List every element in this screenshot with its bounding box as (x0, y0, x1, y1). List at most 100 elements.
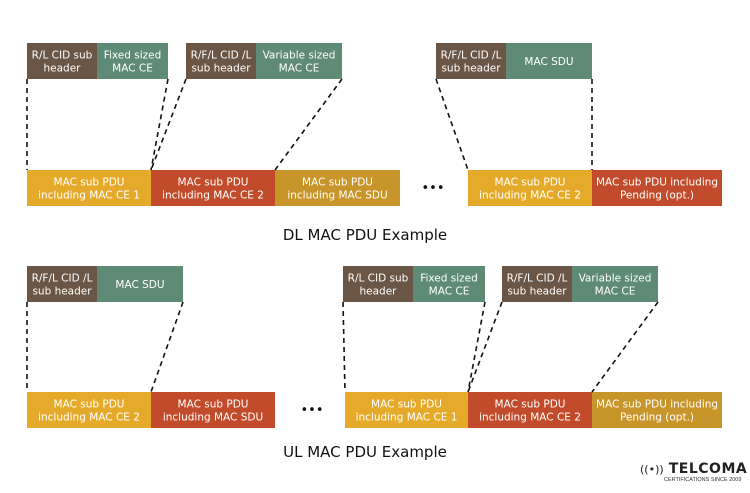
sub-pdu-label-line: including MAC CE 1 (356, 412, 458, 424)
payload-label-line: MAC CE (429, 286, 470, 298)
subheader-label-line: R/L CID sub (348, 273, 409, 285)
payload-label-line: Variable sized (263, 50, 336, 62)
sub-pdu-label-line: MAC sub PDU (495, 399, 566, 411)
payload-cell (256, 43, 342, 79)
sub-pdu-label-line: including MAC SDU (287, 190, 387, 202)
subheader-label-line: header (360, 286, 398, 298)
signal-waves-icon: ((•)) (640, 463, 664, 476)
sub-pdu-label-line: MAC sub PDU (302, 177, 373, 189)
expansion-dashed-line (150, 78, 169, 171)
sub-pdu-label-line: Pending (opt.) (620, 412, 694, 424)
expansion-dashed-line (342, 301, 346, 393)
sub-pdu-label-line: including MAC CE 2 (162, 190, 264, 202)
payload-label-line: MAC CE (112, 63, 153, 75)
telcoma-logo: ((•)) TELCOMA CERTIFICATIONS SINCE 2009 (640, 458, 748, 484)
subheader-cell (186, 43, 256, 79)
payload-label: MAC SDU (524, 56, 573, 68)
subheader-cell (343, 266, 413, 302)
payload-cell (97, 43, 168, 79)
ul-sub-pdu-1 (27, 392, 151, 428)
subheader-label-line: sub header (507, 286, 567, 298)
ul-sub-pdu-2 (151, 392, 275, 428)
expansion-dashed-line (150, 78, 187, 171)
dl-subheader-block-3 (436, 43, 592, 79)
payload-cell (413, 266, 485, 302)
payload-label-line: MAC SDU (524, 56, 573, 68)
sub-pdu-label-line: including MAC CE 2 (479, 412, 581, 424)
ellipsis: ••• (300, 403, 323, 418)
sub-pdu-label-line: MAC sub PDU (495, 177, 566, 189)
sub-pdu-label-line: including MAC SDU (163, 412, 263, 424)
sub-pdu-label-line: including MAC CE 1 (38, 190, 140, 202)
ul-title: UL MAC PDU Example (283, 443, 447, 461)
subheader-label-line: sub header (191, 63, 251, 75)
ul-subheader-block-1 (27, 266, 183, 302)
dl-sub-pdu-1 (27, 170, 151, 206)
subheader-cell (436, 43, 506, 79)
subheader-label-line: R/F/L CID /L (191, 50, 252, 62)
subheader-label-line: sub header (32, 286, 92, 298)
expansion-dashed-line (467, 301, 503, 393)
payload-label-line: Fixed sized (420, 273, 478, 285)
payload-cell (506, 43, 592, 79)
ellipsis: ••• (421, 181, 444, 196)
sub-pdu-label-line: MAC sub PDU (54, 177, 125, 189)
subheader-label-line: header (44, 63, 82, 75)
subheader-label-line: R/L CID sub (32, 50, 93, 62)
payload-label: MAC SDU (115, 279, 164, 291)
expansion-dashed-line (467, 301, 486, 393)
payload-label-line: Variable sized (579, 273, 652, 285)
dl-sub-pdu-2 (151, 170, 275, 206)
subheader-label-line: R/F/L CID /L (441, 50, 502, 62)
dl-subheader-block-2 (186, 43, 342, 79)
payload-cell (97, 266, 183, 302)
expansion-dashed-line (435, 78, 469, 171)
ul-subheader-block-3 (502, 266, 658, 302)
logo-name: TELCOMA (668, 461, 748, 477)
sub-pdu-label-line: MAC sub PDU including (596, 177, 718, 189)
dl-title: DL MAC PDU Example (283, 226, 447, 244)
expansion-dashed-line (274, 78, 343, 171)
sub-pdu-label-line: MAC sub PDU (54, 399, 125, 411)
payload-label-line: MAC CE (595, 286, 636, 298)
ul-sub-pdu-4 (468, 392, 592, 428)
payload-label-line: MAC SDU (115, 279, 164, 291)
sub-pdu-label-line: MAC sub PDU including (596, 399, 718, 411)
expansion-dashed-line (591, 301, 659, 393)
payload-label-line: Fixed sized (104, 50, 162, 62)
payload-label-line: MAC CE (279, 63, 320, 75)
subheader-cell (502, 266, 572, 302)
subheader-label-line: R/F/L CID /L (32, 273, 93, 285)
ul-sub-pdu-3 (345, 392, 468, 428)
subheader-cell (27, 266, 97, 302)
sub-pdu-label-line: MAC sub PDU (371, 399, 442, 411)
logo-tagline: CERTIFICATIONS SINCE 2009 (664, 477, 742, 483)
dl-sub-pdu-3 (275, 170, 400, 206)
sub-pdu-label-line: including MAC CE 2 (38, 412, 140, 424)
sub-pdu-label-line: MAC sub PDU (178, 177, 249, 189)
dl-sub-pdu-4 (468, 170, 592, 206)
ul-subheader-block-2 (343, 266, 485, 302)
payload-cell (572, 266, 658, 302)
dl-sub-pdu-5 (592, 170, 722, 206)
sub-pdu-label-line: including MAC CE 2 (479, 190, 581, 202)
sub-pdu-label-line: MAC sub PDU (178, 399, 249, 411)
